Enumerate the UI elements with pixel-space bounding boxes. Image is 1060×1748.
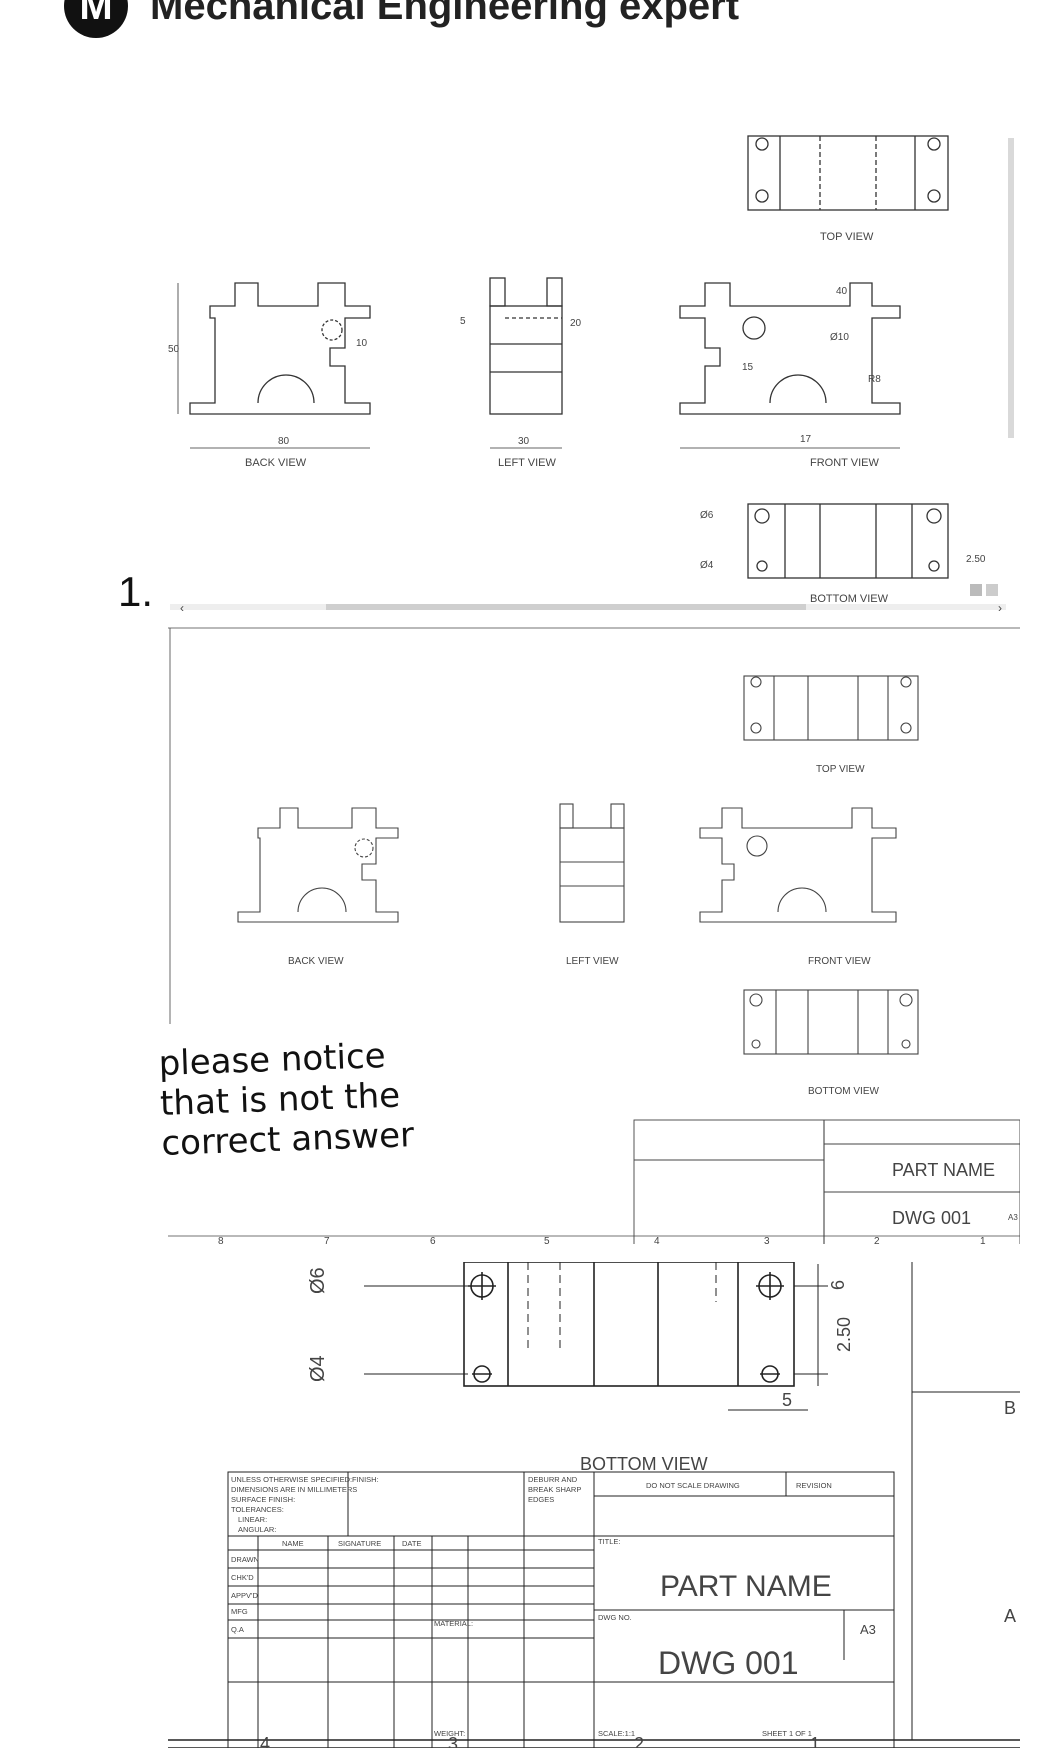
dim-r8: R8 [868,374,881,385]
left-view-label: LEFT VIEW [498,457,556,469]
drawing-panel-3: Ø6 Ø4 6 2.50 5 BOTTOM VIEW UNLESS OTHERW… [168,1262,1020,1748]
dim-phi6-zoomed: Ø6 [307,1267,329,1294]
zone-3-big: 3 [448,1734,458,1748]
tb-date: DATE [402,1539,421,1548]
tb-deburr-3: EDGES [528,1495,554,1504]
tb-finish: FINISH: [352,1475,379,1484]
scroll-right-arrow-icon[interactable]: › [998,601,1002,615]
avatar: M [64,0,128,38]
tb-appvd: APPV'D [231,1591,258,1600]
tb-weight: WEIGHT: [434,1729,465,1738]
dim-5: 5 [460,316,466,327]
tb-material: MATERIAL: [434,1619,473,1628]
bottom-view-label-2: BOTTOM VIEW [808,1086,879,1097]
bottom-view-label-zoomed: BOTTOM VIEW [580,1454,708,1474]
tb-deburr-2: BREAK SHARP [528,1485,581,1494]
tb-name: NAME [282,1539,304,1548]
dim-10: 10 [356,338,368,349]
zone-1-big: 1 [810,1734,820,1748]
mini-dwg-number: DWG 001 [892,1208,971,1228]
zone-2: 2 [874,1236,880,1244]
tb-tolerances: TOLERANCES: [231,1505,284,1514]
dim-phi10: Ø10 [830,332,849,343]
dim-40: 40 [836,286,848,297]
tb-chkd: CHK'D [231,1573,254,1582]
zone-8: 8 [218,1236,224,1244]
top-view-label: TOP VIEW [820,231,874,243]
dim-phi4-zoomed: Ø4 [307,1355,329,1382]
zone-4: 4 [654,1236,660,1244]
tb-mfg: MFG [231,1607,248,1616]
tb-unless: UNLESS OTHERWISE SPECIFIED: [231,1475,352,1484]
zone-1: 1 [980,1236,986,1244]
zoom-in-icon[interactable] [986,584,998,596]
drawing-panel-2: TOP VIEW BACK VIEW LEFT VIEW FRONT VIEW … [168,624,1020,1244]
part-name: PART NAME [660,1570,832,1603]
tb-do-not-scale: DO NOT SCALE DRAWING [646,1481,740,1490]
tb-signature: SIGNATURE [338,1539,381,1548]
zone-5: 5 [544,1236,550,1244]
tb-linear: LINEAR: [238,1515,267,1524]
scroll-left-arrow-icon[interactable]: ‹ [180,601,184,615]
drawing-panel-1: TOP VIEW BACK VIEW LEFT VIEW FRONT VIEW … [160,118,1020,618]
tb-revision: REVISION [796,1481,832,1490]
tb-deburr-1: DEBURR AND [528,1475,578,1484]
back-view-label-2: BACK VIEW [288,956,344,967]
tb-dims-mm: DIMENSIONS ARE IN MILLIMETERS [231,1485,357,1494]
mini-size: A3 [1008,1213,1018,1222]
avatar-letter: M [79,0,113,28]
zone-2-big: 2 [634,1734,644,1748]
dim-17: 17 [800,434,812,445]
top-view-outline [747,135,949,211]
front-view-label-2: FRONT VIEW [808,956,871,967]
dim-phi4: Ø4 [700,560,714,571]
front-view-label: FRONT VIEW [810,457,879,469]
dim-20: 20 [570,318,582,329]
bottom-view-zoomed [463,1262,795,1387]
dim-2-50: 2.50 [966,554,986,565]
tb-angular: ANGULAR: [238,1525,276,1534]
bottom-view-outline [747,503,949,579]
top-view-label-2: TOP VIEW [816,764,865,775]
back-view-outline [189,282,371,415]
tb-surface: SURFACE FINISH: [231,1495,295,1504]
zone-3: 3 [764,1236,770,1244]
tb-sheet: SHEET 1 OF 1 [762,1729,812,1738]
zoom-out-icon[interactable] [970,584,982,596]
tb-title-label: TITLE: [598,1537,621,1546]
zone-row-b: B [1004,1398,1016,1418]
dim-phi6: Ø6 [700,510,714,521]
left-view-label-2: LEFT VIEW [566,956,619,967]
zone-row-a: A [1004,1606,1016,1626]
tb-dwg-no-label: DWG NO. [598,1613,632,1622]
dim-5-zoomed: 5 [782,1390,792,1410]
sheet-size: A3 [860,1622,876,1637]
dim-50: 50 [168,344,180,355]
tb-qa: Q.A [231,1625,244,1634]
dim-2-50-zoomed: 2.50 [834,1317,854,1352]
zone-4-big: 4 [260,1734,270,1748]
dwg-number: DWG 001 [658,1645,798,1681]
question-number: 1. [118,568,154,615]
dim-80: 80 [278,436,290,447]
bottom-view-label: BOTTOM VIEW [810,593,889,605]
vertical-scrollbar[interactable] [1008,138,1014,438]
dim-30: 30 [518,436,530,447]
zone-6: 6 [430,1236,436,1244]
horizontal-scrollbar[interactable] [326,604,806,610]
zone-7: 7 [324,1236,330,1244]
tb-scale: SCALE:1:1 [598,1729,635,1738]
expert-title: Mechanical Engineering expert [150,0,740,28]
back-view-label: BACK VIEW [245,457,307,469]
left-view-outline [489,305,563,415]
tb-drawn: DRAWN [231,1555,259,1564]
dim-15: 15 [742,362,754,373]
handwritten-note: please notice that is not the correct an… [158,1035,415,1164]
mini-part-name: PART NAME [892,1160,995,1180]
front-view-outline [679,282,901,415]
dim-6-zoomed: 6 [828,1280,848,1290]
